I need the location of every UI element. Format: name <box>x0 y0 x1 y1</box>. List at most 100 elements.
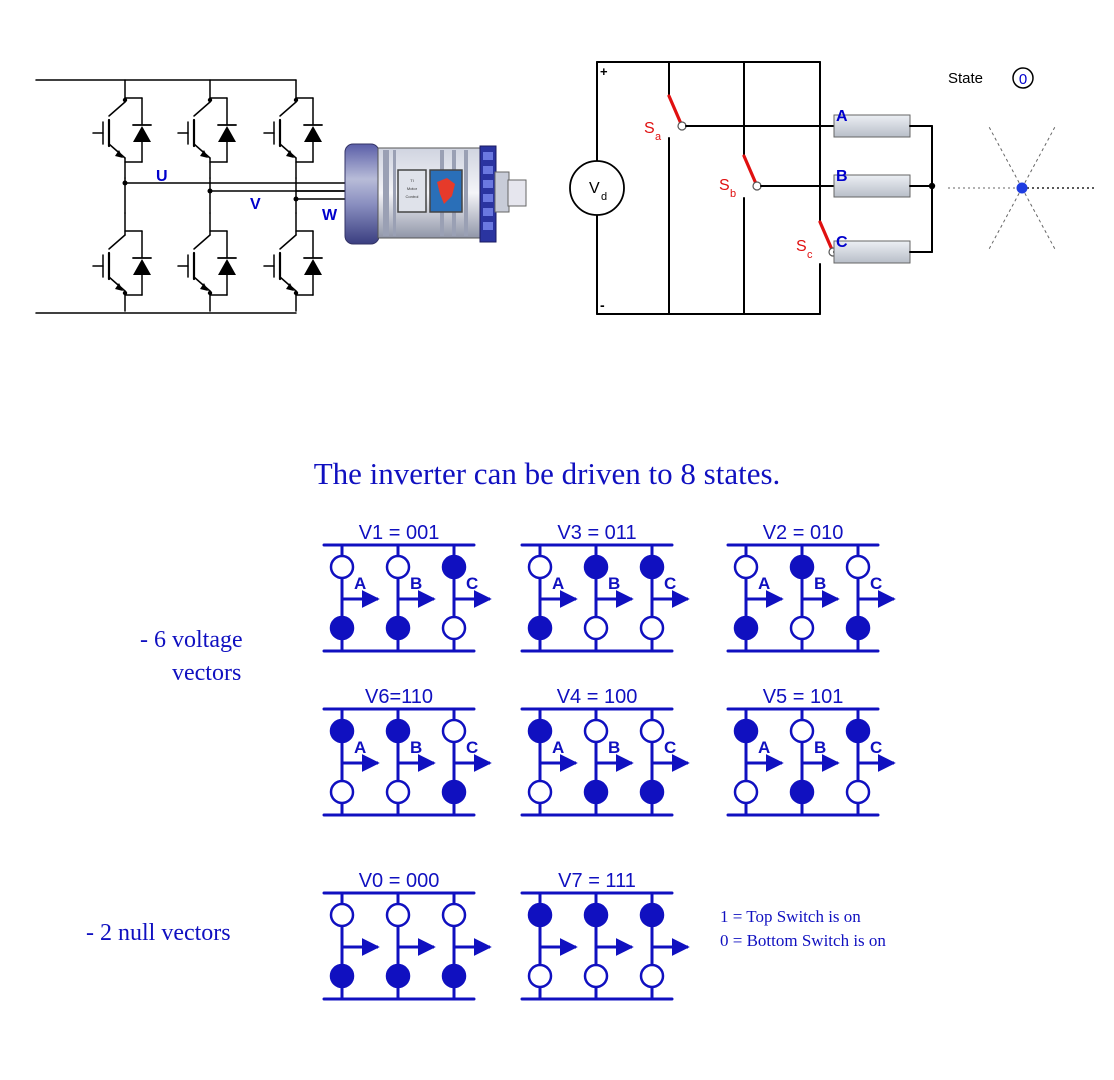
emitter-arrow <box>286 150 294 158</box>
switch-on-icon <box>385 615 411 641</box>
switch-on-icon <box>441 779 467 805</box>
leg-label-a: A <box>552 738 564 757</box>
leg-label-a: A <box>354 738 366 757</box>
switch-on-icon <box>527 902 553 928</box>
diode-icon <box>218 259 236 275</box>
svg-text:Control: Control <box>406 194 419 199</box>
state-indicator <box>1012 67 1034 89</box>
vector-label-4: V4 = 100 <box>557 686 638 708</box>
switch-on-icon <box>385 963 411 989</box>
switch-on-icon <box>329 718 355 744</box>
leg-label-a: A <box>758 574 770 593</box>
switch-off-icon <box>845 779 871 805</box>
state-value: 0 <box>1019 71 1027 88</box>
switch-off-icon <box>385 902 411 928</box>
svg-text:Motor: Motor <box>407 186 418 191</box>
vector-label-7: V7 = 111 <box>558 870 636 892</box>
igbt-switch-icon <box>92 79 152 179</box>
switch-subscript-a: a <box>655 131 662 143</box>
switch-off-icon <box>789 718 815 744</box>
legend-top-switch: 1 = Top Switch is on <box>720 907 861 926</box>
space-vector-star <box>948 124 1096 252</box>
emitter-arrow <box>115 283 123 291</box>
leg-label-a: A <box>354 574 366 593</box>
leg-label-c: C <box>664 738 676 757</box>
igbt-switch-icon <box>92 212 152 312</box>
motor-image: TI Motor Control <box>344 143 527 245</box>
phase-label-v: V <box>250 196 261 213</box>
wire <box>108 101 126 117</box>
switch-on-icon <box>845 718 871 744</box>
emitter-arrow <box>115 150 123 158</box>
switch-blade <box>742 154 759 188</box>
source-subscript: d <box>601 191 607 203</box>
state-vector-point <box>1016 182 1028 194</box>
motor-badge-text: TI <box>410 178 414 183</box>
junction-dot <box>122 290 128 296</box>
minus-label: - <box>600 297 605 313</box>
state-label: State <box>948 70 983 87</box>
junction-dot <box>293 290 299 296</box>
junction-dot <box>207 290 213 296</box>
emitter-arrow <box>200 283 208 291</box>
plus-label: + <box>600 64 608 79</box>
switch-off-icon <box>639 718 665 744</box>
ti-logo-icon <box>437 178 455 204</box>
switch-off-icon <box>441 902 467 928</box>
wire <box>279 276 297 292</box>
wire <box>279 143 297 159</box>
vector-label-3: V6=110 <box>365 686 433 708</box>
wire <box>193 101 211 117</box>
switch-off-icon <box>583 963 609 989</box>
emitter-arrow <box>200 150 208 158</box>
switch-off-icon <box>385 779 411 805</box>
section-heading: The inverter can be driven to 8 states. <box>314 456 781 491</box>
switch-on-icon <box>789 554 815 580</box>
switch-on-icon <box>441 554 467 580</box>
switch-off-icon <box>329 779 355 805</box>
switch-off-icon <box>789 615 815 641</box>
switch-off-icon <box>733 554 759 580</box>
switch-pivot <box>752 181 762 191</box>
leg-label-c: C <box>664 574 676 593</box>
wire <box>193 234 211 250</box>
junction-dot <box>207 97 213 103</box>
voltage-vectors-label-2: vectors <box>172 660 241 686</box>
switch-off-icon <box>329 554 355 580</box>
diode-icon <box>218 126 236 142</box>
voltage-vectors-label: - 6 voltage <box>140 627 243 653</box>
switch-on-icon <box>733 615 759 641</box>
wire <box>108 143 126 159</box>
switch-off-icon <box>639 615 665 641</box>
leg-label-b: B <box>410 738 422 757</box>
switch-label-a: S <box>644 120 655 137</box>
leg-label-a: A <box>552 574 564 593</box>
junction-dot <box>293 97 299 103</box>
switch-on-icon <box>789 779 815 805</box>
switch-on-icon <box>527 615 553 641</box>
inverter-bridge-schematic: UVW <box>35 79 346 314</box>
switch-pivot <box>677 121 687 131</box>
leg-label-a: A <box>758 738 770 757</box>
switch-subscript-b: b <box>730 188 736 200</box>
wire <box>279 234 297 250</box>
phase-label-a: A <box>836 108 848 125</box>
vector-label-5: V5 = 101 <box>763 686 844 708</box>
leg-label-b: B <box>608 738 620 757</box>
phase-label-w: W <box>322 207 338 224</box>
switch-on-icon <box>583 902 609 928</box>
switch-off-icon <box>845 554 871 580</box>
diode-icon <box>304 259 322 275</box>
switch-on-icon <box>329 963 355 989</box>
leg-label-b: B <box>814 574 826 593</box>
switch-on-icon <box>527 718 553 744</box>
switch-on-icon <box>583 779 609 805</box>
igbt-switch-icon <box>263 212 323 312</box>
switch-on-icon <box>441 963 467 989</box>
switch-off-icon <box>733 779 759 805</box>
switch-off-icon <box>639 963 665 989</box>
diode-icon <box>133 259 151 275</box>
vector-label-6: V0 = 000 <box>359 870 440 892</box>
voltage-source-icon <box>569 160 625 216</box>
